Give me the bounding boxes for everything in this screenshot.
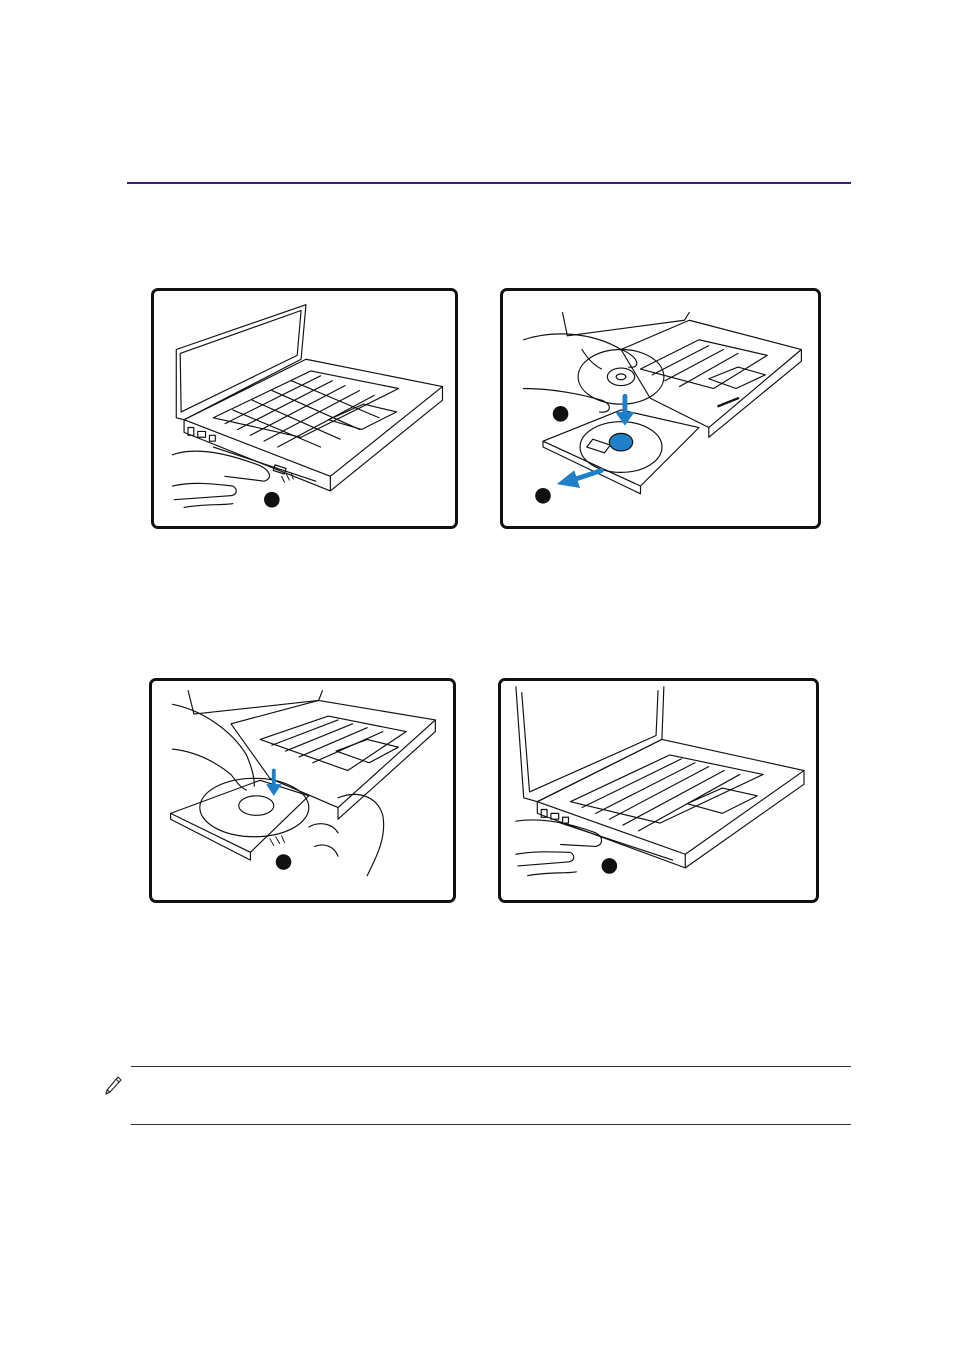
laptop-illustration xyxy=(188,691,435,819)
note-rule-bottom xyxy=(131,1124,851,1125)
step-badge xyxy=(553,406,569,422)
drive-tray-illustration xyxy=(171,778,309,860)
hand-illustration xyxy=(173,704,384,875)
laptop-illustration xyxy=(516,687,804,868)
figure-close-tray xyxy=(498,678,819,903)
figure-place-disc xyxy=(500,288,821,529)
step-badge xyxy=(264,492,280,508)
arrow-pull-icon xyxy=(557,470,602,488)
figure-snap-disc xyxy=(149,678,456,903)
disc-illustration xyxy=(578,350,664,405)
hand-illustration xyxy=(523,334,636,412)
note-rule-top xyxy=(131,1066,851,1067)
step-badge xyxy=(276,854,292,870)
step-badge xyxy=(602,858,618,874)
step-badge xyxy=(535,488,551,504)
figure-eject-button xyxy=(151,288,458,529)
laptop-illustration xyxy=(176,305,442,491)
pencil-note-icon xyxy=(104,1076,122,1096)
hand-illustration xyxy=(516,820,602,876)
header-rule xyxy=(127,182,851,184)
